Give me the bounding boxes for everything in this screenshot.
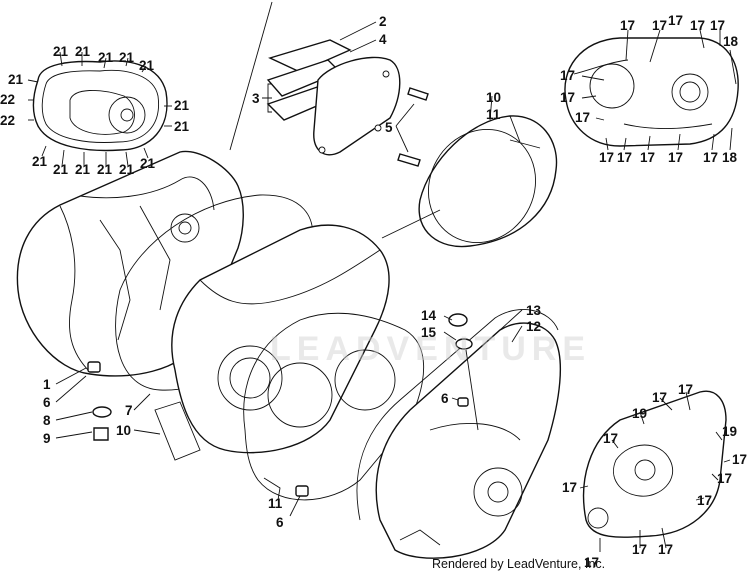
callout-18: 17	[690, 18, 705, 33]
callout-21: 21	[75, 162, 91, 177]
callout-21: 21	[32, 154, 48, 169]
callout-14: 12	[526, 319, 541, 334]
callout-18: 17	[617, 150, 632, 165]
center-gasket	[243, 312, 425, 501]
callout-18: 17	[710, 18, 725, 33]
callout-11: 11	[268, 496, 283, 511]
callout-4: 4	[379, 32, 387, 47]
mounting-bolts	[397, 87, 429, 167]
air-duct-housing	[418, 115, 558, 248]
callout-21: 21	[97, 162, 113, 177]
callout-21: 21	[119, 162, 135, 177]
callout-21: 21	[174, 98, 190, 113]
bracket-plates	[266, 39, 401, 156]
callout-18: 17	[697, 493, 712, 508]
callout-21: 21	[98, 50, 114, 65]
callout-9: 9	[43, 431, 51, 446]
callout-7: 7	[125, 403, 133, 418]
callout-12: 10	[486, 90, 501, 105]
callout-18: 17	[632, 542, 647, 557]
callout-18: 17	[584, 555, 599, 570]
callout-8: 8	[43, 413, 51, 428]
callout-17: 15	[421, 325, 437, 340]
callout-21: 21	[53, 162, 69, 177]
callout-20: 19	[722, 424, 737, 439]
small-cover-outline-view	[32, 60, 168, 152]
callout-19: 18	[722, 150, 738, 165]
callout-18: 17	[703, 150, 718, 165]
leader-lines	[27, 1, 737, 552]
callout-18: 17	[668, 150, 683, 165]
callout-22: 22	[0, 92, 15, 107]
callout-22: 22	[0, 113, 15, 128]
callout-10: 10	[116, 423, 131, 438]
callout-18: 17	[603, 431, 618, 446]
callout-21: 21	[53, 44, 69, 59]
callout-18: 17	[599, 150, 614, 165]
callout-18: 17	[652, 18, 667, 33]
magneto-gasket	[356, 309, 559, 521]
callout-21: 21	[75, 44, 91, 59]
callout-18: 17	[717, 471, 732, 486]
callout-18: 17	[560, 90, 575, 105]
callout-21: 21	[174, 119, 190, 134]
callout-2: 2	[379, 14, 387, 29]
callout-5: 5	[385, 120, 393, 135]
callout-18: 17	[562, 480, 577, 495]
callout-3: 3	[252, 91, 260, 106]
callout-21: 21	[140, 156, 156, 171]
callout-18: 17	[620, 18, 635, 33]
callout-16: 14	[421, 308, 437, 323]
callout-18: 17	[678, 382, 693, 397]
callout-18: 17	[640, 150, 655, 165]
watermark-text: LEADVENTURE	[270, 330, 591, 368]
gearcase-cover	[564, 37, 739, 147]
callout-6: 6	[43, 395, 51, 410]
callout-labels: 21 21 21 21 21 21 22 22 21 21 21 21 21 2…	[0, 13, 747, 570]
callout-1: 1	[43, 377, 51, 392]
callout-18: 17	[652, 390, 667, 405]
callout-21: 21	[8, 72, 24, 87]
callout-21: 21	[139, 58, 155, 73]
callout-18: 17	[560, 68, 575, 83]
callout-19: 18	[723, 34, 739, 49]
callout-18: 17	[668, 13, 683, 28]
inner-clutch-housing	[154, 224, 390, 461]
magneto-cover	[375, 322, 562, 559]
callout-21: 21	[119, 50, 135, 65]
callout-18: 17	[658, 542, 673, 557]
callout-6: 6	[441, 391, 449, 406]
rear-cover-plate	[582, 390, 727, 538]
callout-20: 19	[632, 406, 647, 421]
callout-15: 13	[526, 303, 542, 318]
callout-18: 17	[575, 110, 590, 125]
callout-6: 6	[276, 515, 284, 530]
render-credit: Rendered by LeadVenture, Inc.	[432, 557, 605, 571]
small-fittings	[87, 313, 473, 497]
callout-18: 17	[732, 452, 747, 467]
callout-13: 11	[486, 107, 501, 122]
